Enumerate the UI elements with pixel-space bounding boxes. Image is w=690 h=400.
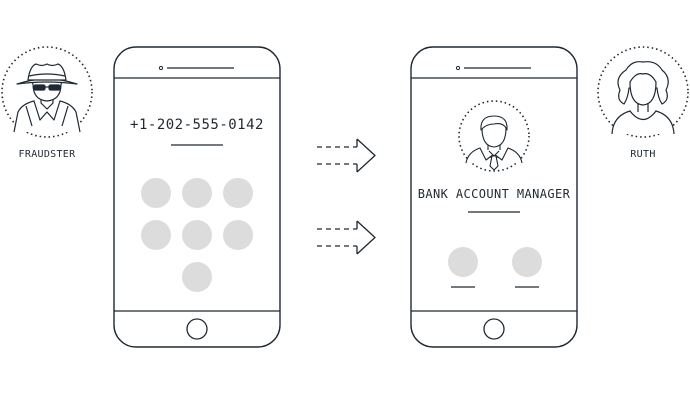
call-action-buttons — [448, 247, 542, 288]
keypad — [141, 178, 253, 292]
fraudster-avatar — [1, 46, 93, 138]
front-camera-icon — [455, 65, 461, 71]
ruth-avatar-ring — [597, 46, 689, 138]
ruth-avatar — [597, 46, 689, 138]
ruth-label: RUTH — [630, 149, 656, 160]
fraudster-phone — [113, 46, 281, 348]
victim-phone — [410, 46, 578, 348]
home-button[interactable] — [483, 318, 505, 340]
home-button[interactable] — [186, 318, 208, 340]
keypad-key[interactable] — [182, 178, 212, 208]
fraudster-label: FRAUDSTER — [18, 149, 76, 160]
call-arrow-bottom — [317, 220, 376, 255]
keypad-key[interactable] — [223, 178, 253, 208]
man-in-suit-avatar-icon — [465, 115, 523, 171]
woman-avatar-icon — [611, 61, 675, 135]
keypad-key[interactable] — [182, 262, 212, 292]
keypad-key[interactable] — [141, 220, 171, 250]
keypad-key[interactable] — [223, 220, 253, 250]
caller-name: BANK ACCOUNT MANAGER — [417, 187, 571, 201]
fraudster-avatar-icon — [13, 63, 81, 133]
caller-avatar-ring — [458, 100, 530, 172]
call-arrow-top — [317, 138, 376, 173]
dialed-number: +1-202-555-0142 — [130, 117, 264, 133]
call-action-button[interactable] — [512, 247, 542, 277]
keypad-key[interactable] — [141, 178, 171, 208]
call-action-button[interactable] — [448, 247, 478, 277]
keypad-key[interactable] — [182, 220, 212, 250]
front-camera-icon — [158, 65, 164, 71]
fraudster-avatar-ring — [1, 46, 93, 138]
